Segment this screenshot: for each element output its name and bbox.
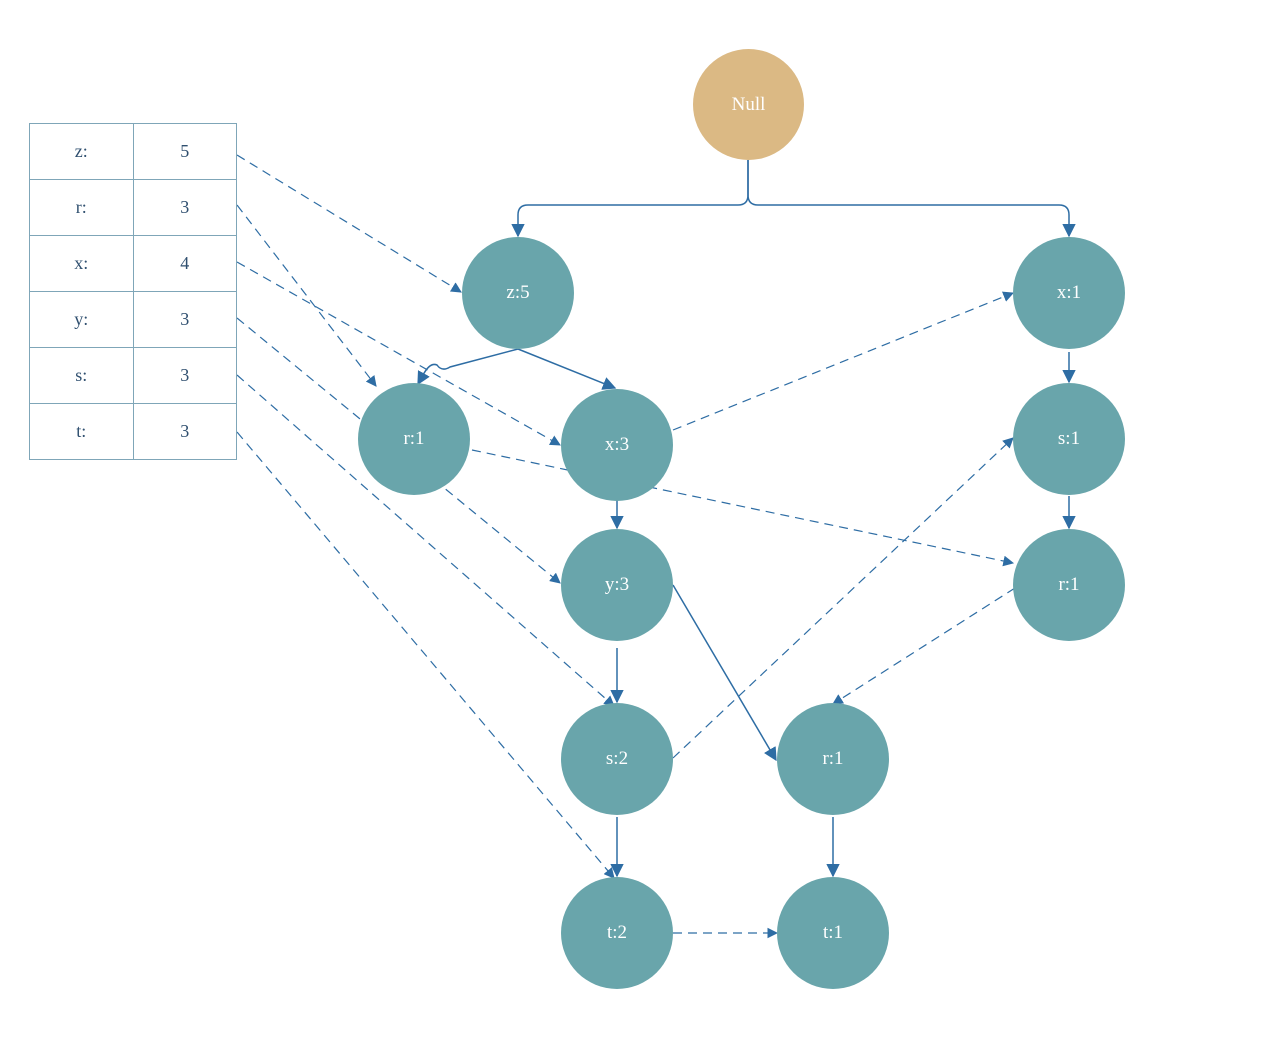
node-label: r:1 xyxy=(822,748,844,769)
node-label: t:1 xyxy=(822,922,844,943)
item-cell: x: xyxy=(29,235,134,292)
tree-node-x1[interactable]: x:1 xyxy=(1013,237,1125,349)
link-r1c-r1b xyxy=(832,587,1016,705)
node-label: x:1 xyxy=(1056,282,1082,303)
count-cell: 3 xyxy=(132,179,237,236)
node-label: s:1 xyxy=(1057,428,1081,449)
link-s2-s1 xyxy=(672,437,1014,759)
count-cell: 3 xyxy=(132,347,237,404)
tree-node-t2[interactable]: t:2 xyxy=(561,877,673,989)
tree-node-z5[interactable]: z:5 xyxy=(462,237,574,349)
node-label: t:2 xyxy=(606,922,628,943)
item-cell: r: xyxy=(29,179,134,236)
count-cell: 5 xyxy=(132,123,237,180)
node-label: x:3 xyxy=(604,434,630,455)
link-edges xyxy=(236,154,1016,939)
tree-node-t1a[interactable]: t:1 xyxy=(777,877,889,989)
link-r1a-r1c xyxy=(471,449,1015,567)
tree-node-x3[interactable]: x:3 xyxy=(561,389,673,501)
count-cell: 3 xyxy=(132,403,237,460)
edge-z5-x3 xyxy=(517,348,617,390)
edge-y3-r1b xyxy=(672,584,777,762)
item-cell: s: xyxy=(29,347,134,404)
edge-z5-r1a xyxy=(417,348,519,386)
count-cell: 4 xyxy=(132,235,237,292)
link-table-y xyxy=(236,317,561,584)
table-row: x: 4 xyxy=(29,235,237,292)
tree-node-r1c[interactable]: r:1 xyxy=(1013,529,1125,641)
link-table-r xyxy=(236,204,377,387)
tree-node-s2[interactable]: s:2 xyxy=(561,703,673,815)
item-cell: y: xyxy=(29,291,134,348)
node-label: r:1 xyxy=(403,428,425,449)
table-row: r: 3 xyxy=(29,179,237,236)
link-table-s xyxy=(236,374,615,707)
tree-node-y3[interactable]: y:3 xyxy=(561,529,673,641)
tree-edges xyxy=(417,160,1076,878)
node-label: z:5 xyxy=(506,282,530,303)
node-label: s:2 xyxy=(605,748,629,769)
link-table-z xyxy=(236,154,462,293)
count-cell: 3 xyxy=(132,291,237,348)
node-label: y:3 xyxy=(604,574,630,595)
tree-node-r1b[interactable]: r:1 xyxy=(777,703,889,815)
table-row: s: 3 xyxy=(29,347,237,404)
header-table: z: 5 r: 3 x: 4 y: 3 s: 3 t: 3 xyxy=(29,123,237,460)
root-node[interactable]: Null xyxy=(693,49,804,160)
table-row: t: 3 xyxy=(29,403,237,460)
table-row: z: 5 xyxy=(29,123,237,180)
link-table-t xyxy=(236,431,615,879)
item-cell: t: xyxy=(29,403,134,460)
node-label: Null xyxy=(731,93,766,115)
link-table-x xyxy=(236,261,561,446)
edge-null-x1 xyxy=(747,160,1076,238)
tree-node-r1a[interactable]: r:1 xyxy=(358,383,470,495)
tree-node-s1[interactable]: s:1 xyxy=(1013,383,1125,495)
item-cell: z: xyxy=(29,123,134,180)
node-label: r:1 xyxy=(1058,574,1080,595)
table-row: y: 3 xyxy=(29,291,237,348)
edge-null-z5 xyxy=(511,160,749,238)
link-x3-x1 xyxy=(672,291,1015,431)
